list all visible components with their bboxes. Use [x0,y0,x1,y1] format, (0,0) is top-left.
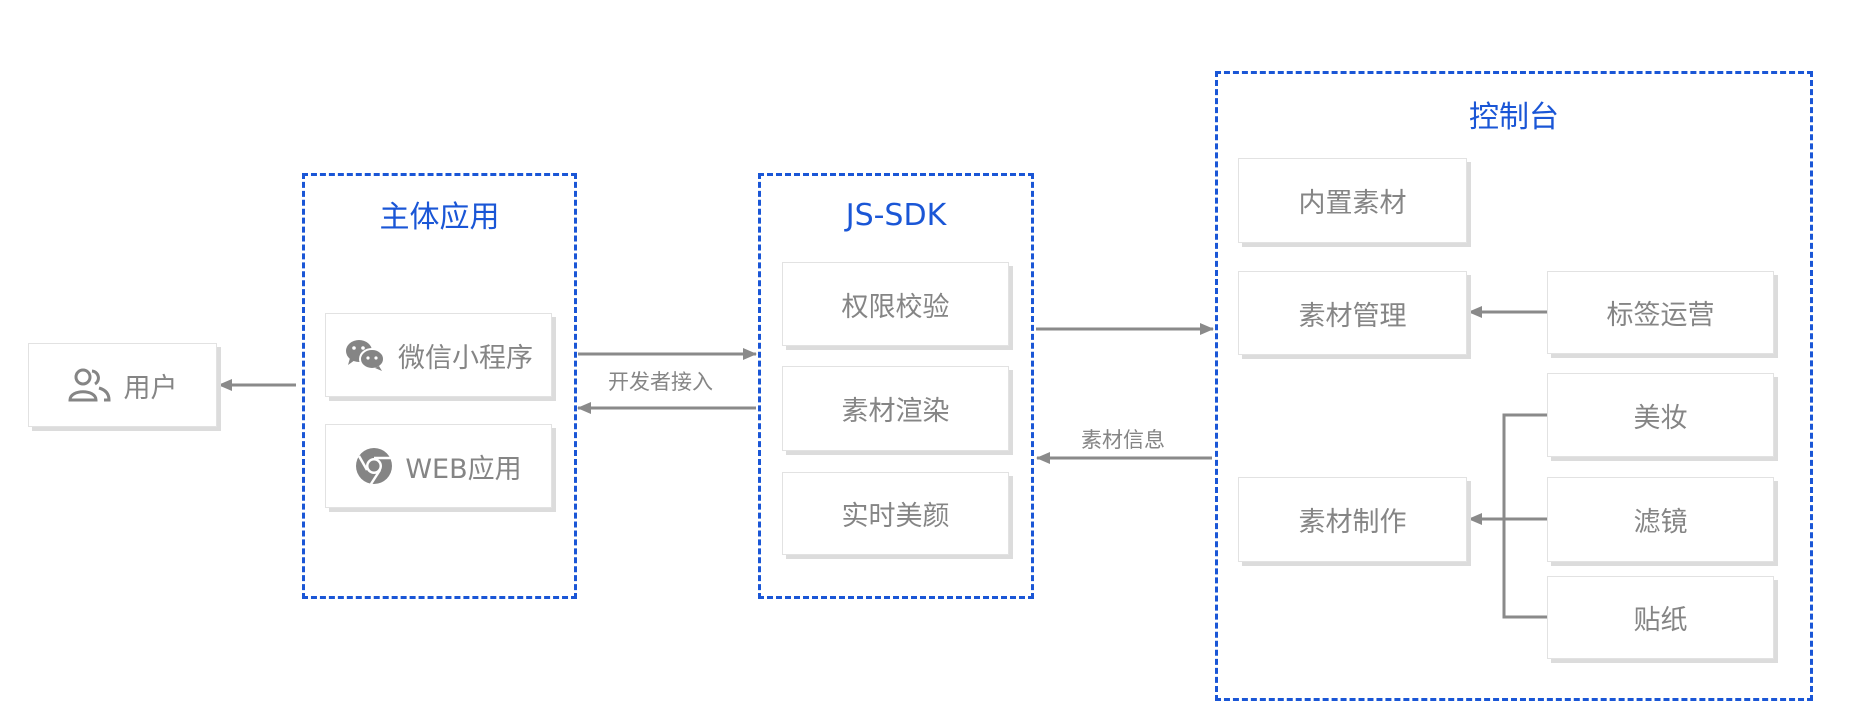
node-wechat-label: 微信小程序 [398,342,533,374]
user-node[interactable]: 用户 [28,343,217,427]
edge-label-material-info: 素材信息 [1081,428,1165,452]
node-builtin-material[interactable]: 内置素材 [1238,158,1467,243]
node-permission-check[interactable]: 权限校验 [782,262,1009,346]
group-js-sdk: JS-SDK [758,173,1034,599]
node-material-creation-label: 素材制作 [1298,507,1407,538]
node-builtin-material-label: 内置素材 [1298,188,1407,219]
node-tag-operations-label: 标签运营 [1606,300,1715,331]
bracket-creation-sources [1502,413,1547,619]
node-wechat-miniprogram[interactable]: 微信小程序 [325,313,552,397]
node-material-management-label: 素材管理 [1298,300,1407,332]
wechat-icon [344,338,386,372]
node-material-management[interactable]: 素材管理 [1238,271,1467,355]
node-material-render[interactable]: 素材渲染 [782,366,1009,451]
node-material-render-label: 素材渲染 [841,396,950,427]
node-realtime-beauty[interactable]: 实时美颜 [782,472,1009,555]
group-main-app: 主体应用 [302,173,577,599]
node-filter-label: 滤镜 [1633,507,1688,538]
group-main-app-title: 主体应用 [379,200,500,235]
node-web-label: WEB应用 [405,453,522,485]
group-console: 控制台 [1215,71,1813,701]
group-js-sdk-title: JS-SDK [845,198,947,233]
edge-label-developer-access: 开发者接入 [608,370,713,394]
group-console-title: 控制台 [1469,100,1559,135]
node-web-app[interactable]: WEB应用 [325,424,552,508]
node-sticker-label: 贴纸 [1633,605,1688,636]
node-material-creation[interactable]: 素材制作 [1238,477,1467,562]
user-label: 用户 [123,372,178,404]
users-icon [67,367,112,403]
node-makeup[interactable]: 美妆 [1547,373,1774,457]
node-tag-operations[interactable]: 标签运营 [1547,271,1774,354]
chrome-icon [355,447,393,485]
node-filter[interactable]: 滤镜 [1547,477,1774,562]
node-sticker[interactable]: 贴纸 [1547,576,1774,659]
node-permission-check-label: 权限校验 [841,291,950,323]
node-realtime-beauty-label: 实时美颜 [841,501,950,532]
node-makeup-label: 美妆 [1633,402,1688,434]
